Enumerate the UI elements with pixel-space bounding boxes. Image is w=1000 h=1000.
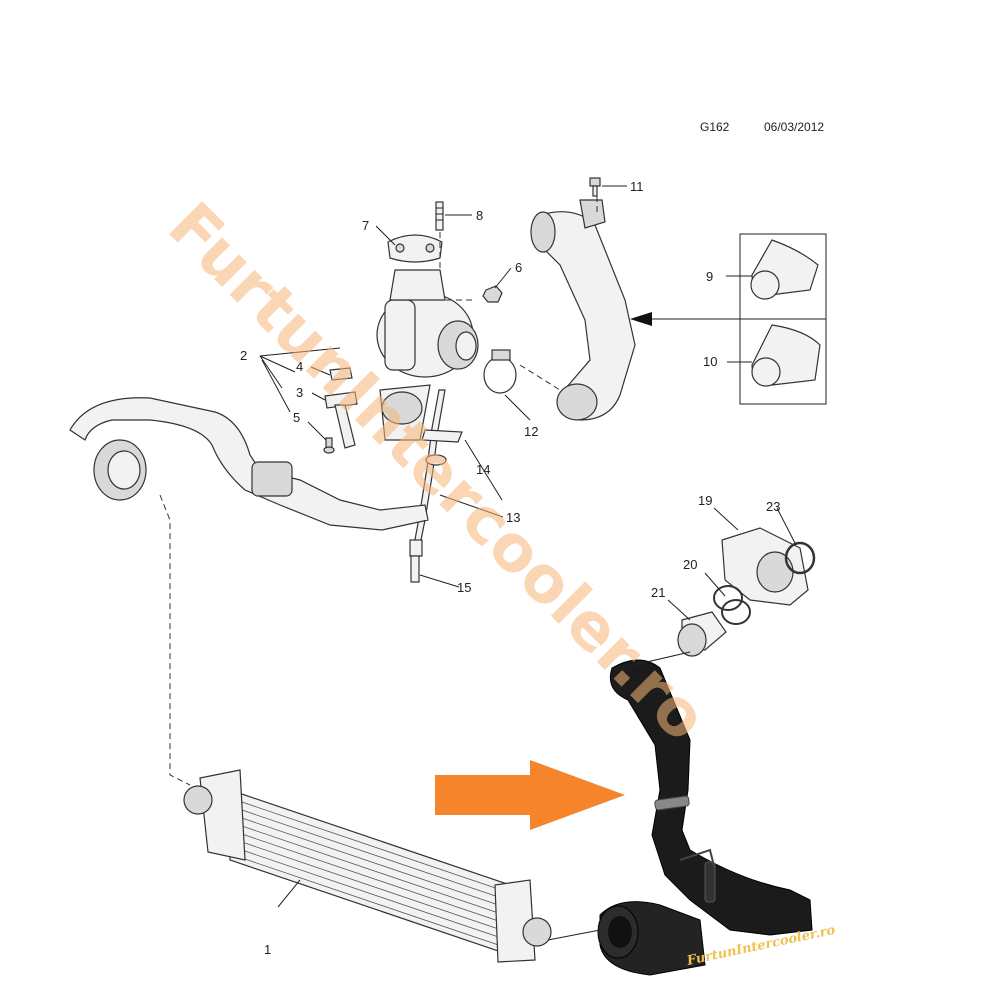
callout-6: 6 (515, 260, 522, 275)
callout-2: 2 (240, 348, 247, 363)
callout-4: 4 (296, 359, 303, 374)
callout-14: 14 (476, 462, 490, 477)
diagram-date: 06/03/2012 (764, 120, 824, 134)
connector-intake-to-intercooler (159, 494, 191, 786)
diagram-code: G162 (700, 120, 730, 134)
callout-5: 5 (293, 410, 300, 425)
callout-23: 23 (766, 499, 780, 514)
callout-11: 11 (630, 179, 644, 194)
callout-1: 1 (264, 942, 271, 957)
stud-8 (435, 201, 444, 231)
o-ring-23 (784, 541, 816, 575)
leader-lines (259, 185, 797, 908)
detail-box (739, 233, 827, 405)
callout-13: 13 (506, 510, 520, 525)
callout-8: 8 (476, 208, 483, 223)
ring-14 (425, 454, 447, 466)
callout-20: 20 (683, 557, 697, 572)
outlet-pipe (530, 199, 636, 421)
intercooler (183, 769, 552, 963)
throttle-housing-19 (721, 527, 809, 606)
intake-hose-clip (107, 450, 141, 490)
callout-12: 12 (524, 424, 538, 439)
bolt-5 (323, 437, 335, 454)
o-ring-20 (713, 585, 751, 625)
callout-7: 7 (362, 218, 369, 233)
callout-9: 9 (706, 269, 713, 284)
clamp-12 (483, 349, 517, 394)
intake-hose-corrugation (251, 461, 293, 497)
bolt-15 (409, 539, 423, 583)
orange-pointer-arrow (435, 760, 625, 830)
detail-pointer-arrow (630, 312, 652, 326)
bracket-3-4 (324, 367, 358, 449)
callout-15: 15 (457, 580, 471, 595)
gasket-7 (387, 234, 443, 263)
turbocharger (376, 269, 479, 441)
bolt-11 (589, 177, 601, 197)
callout-21: 21 (651, 585, 665, 600)
callout-10: 10 (703, 354, 717, 369)
adapter-21 (677, 611, 727, 657)
black-intercooler-hose (597, 659, 813, 976)
gasket-14 (421, 429, 463, 443)
intake-hose (69, 397, 429, 531)
callout-19: 19 (698, 493, 712, 508)
callout-3: 3 (296, 385, 303, 400)
nut-6 (482, 285, 503, 303)
